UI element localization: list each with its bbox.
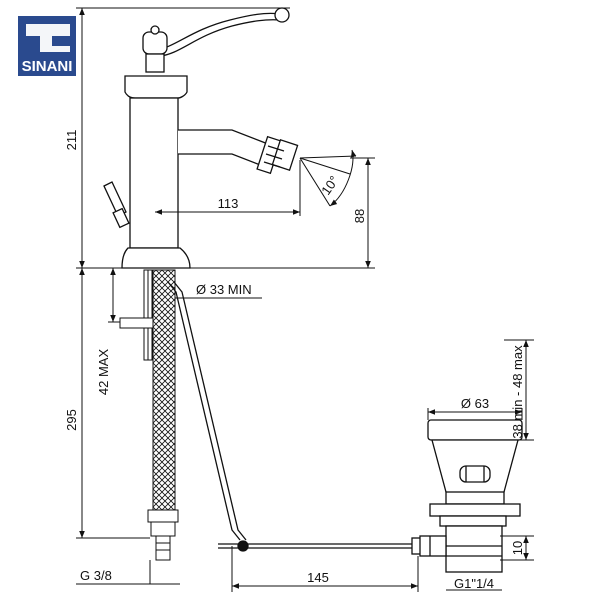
hose-thread-label: G 3/8 (80, 568, 112, 583)
hose-length-label: 295 (64, 409, 79, 431)
brand-logo: SINANI (18, 16, 76, 76)
mixer-body (103, 7, 299, 269)
hole-diameter-label: Ø 33 MIN (196, 282, 252, 297)
fixing-assembly (119, 269, 179, 561)
waste-dimension-lines (427, 339, 534, 591)
reach-label: 113 (218, 196, 239, 211)
waste-thread-label: G1"1/4 (454, 576, 494, 591)
pull-rod (167, 281, 423, 555)
deck-thickness-label: 42 MAX (96, 349, 111, 396)
angle-label: 10° (318, 173, 342, 198)
rod-length-label: 145 (307, 570, 329, 585)
waste-height-label: 10 (510, 541, 525, 555)
waste-assembly (419, 419, 523, 573)
height-label: 211 (64, 130, 79, 151)
dimension-lines (76, 7, 419, 592)
spout-height-label: 88 (352, 209, 367, 223)
logo-mark (26, 24, 70, 52)
logo-text: SINANI (22, 58, 73, 75)
waste-range-label: 38 min - 48 max (510, 345, 525, 439)
spray-angle (299, 149, 357, 207)
waste-diameter-label: Ø 63 (461, 396, 489, 411)
